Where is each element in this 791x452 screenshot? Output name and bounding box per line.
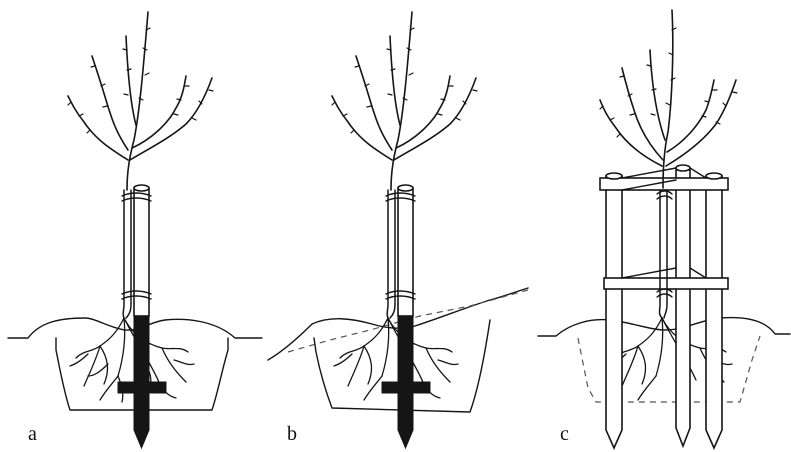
tree-crown	[600, 10, 736, 188]
panel-c	[538, 10, 790, 448]
crossbar	[382, 382, 430, 393]
panel-b	[268, 12, 528, 448]
panel-label-b: b	[287, 424, 297, 444]
back-post	[676, 170, 690, 446]
stake-top	[134, 185, 149, 191]
tree-crown	[332, 12, 476, 190]
trunk	[123, 190, 131, 318]
panel-label-a: a	[28, 424, 37, 444]
trunk	[660, 190, 668, 318]
right-post	[706, 176, 722, 448]
tree-crown	[68, 12, 212, 190]
crossbar	[118, 382, 166, 393]
panel-a	[8, 12, 262, 448]
ground-line	[538, 318, 790, 336]
trunk	[387, 190, 395, 318]
panel-label-c: c	[560, 424, 569, 444]
stake-top	[398, 185, 413, 191]
left-post	[606, 176, 622, 448]
